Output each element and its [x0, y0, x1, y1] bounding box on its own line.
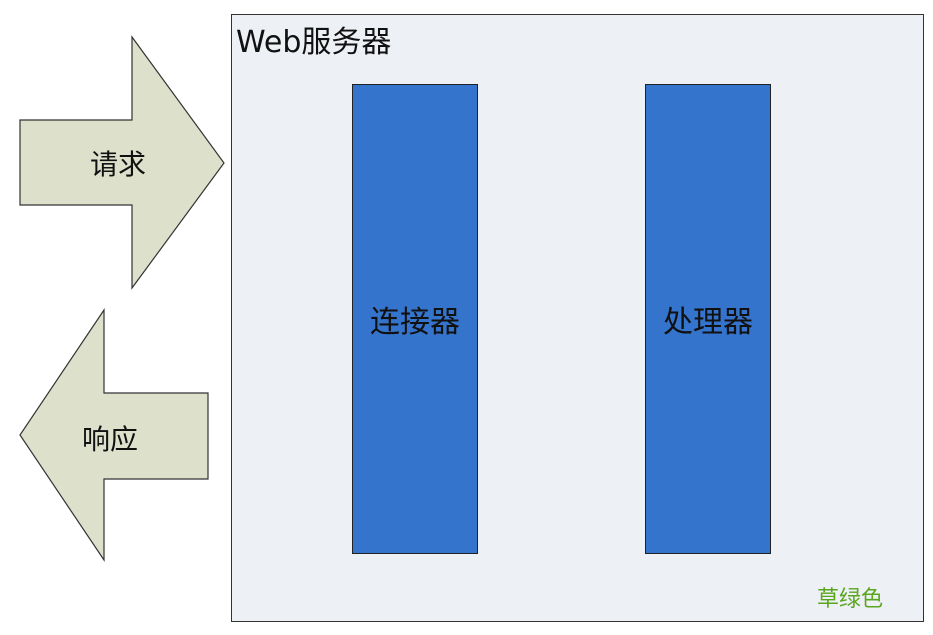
- connector-box: 连接器: [352, 84, 478, 554]
- web-server-title: Web服务器: [236, 25, 392, 60]
- processor-box: 处理器: [645, 84, 771, 554]
- web-server-box: Web服务器 连接器 处理器 草绿色: [231, 14, 924, 622]
- request-arrow-label: 请求: [90, 148, 147, 181]
- response-arrow-label: 响应: [82, 423, 139, 456]
- processor-label: 处理器: [663, 305, 753, 340]
- connector-label: 连接器: [370, 305, 460, 340]
- request-arrow-shape: [19, 35, 225, 290]
- color-note: 草绿色: [816, 587, 883, 612]
- response-arrow-shape: [19, 308, 209, 562]
